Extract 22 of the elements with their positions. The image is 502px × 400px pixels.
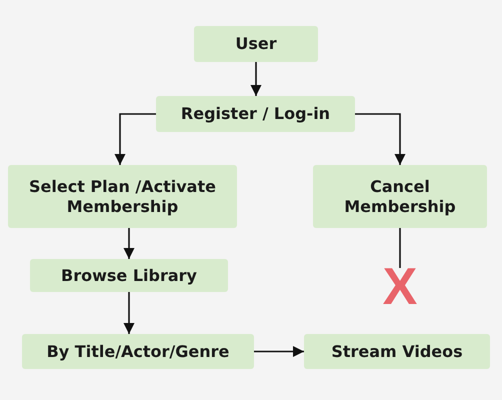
node-text: Select Plan /Activate Membership (28, 176, 217, 216)
node-text: Register / Log-in (180, 104, 330, 124)
arrow (355, 113, 406, 165)
arrow (250, 62, 262, 96)
node-text: Browse Library (61, 266, 197, 286)
node-text: Cancel Membership (343, 176, 457, 216)
process-box (156, 96, 355, 132)
process-box (194, 26, 318, 62)
process-box (304, 334, 490, 369)
node-text: X (382, 256, 418, 318)
arrow (123, 292, 135, 334)
process-box (22, 334, 254, 369)
process-box (313, 165, 487, 228)
connector-line (399, 228, 401, 268)
process-box (8, 165, 237, 228)
arrow (254, 346, 304, 358)
process-box (30, 259, 228, 292)
node-text: By Title/Actor/Genre (46, 342, 230, 362)
arrow (123, 228, 135, 259)
arrow (114, 113, 156, 165)
node-text: User (235, 34, 277, 54)
node-text: Stream Videos (331, 342, 463, 362)
